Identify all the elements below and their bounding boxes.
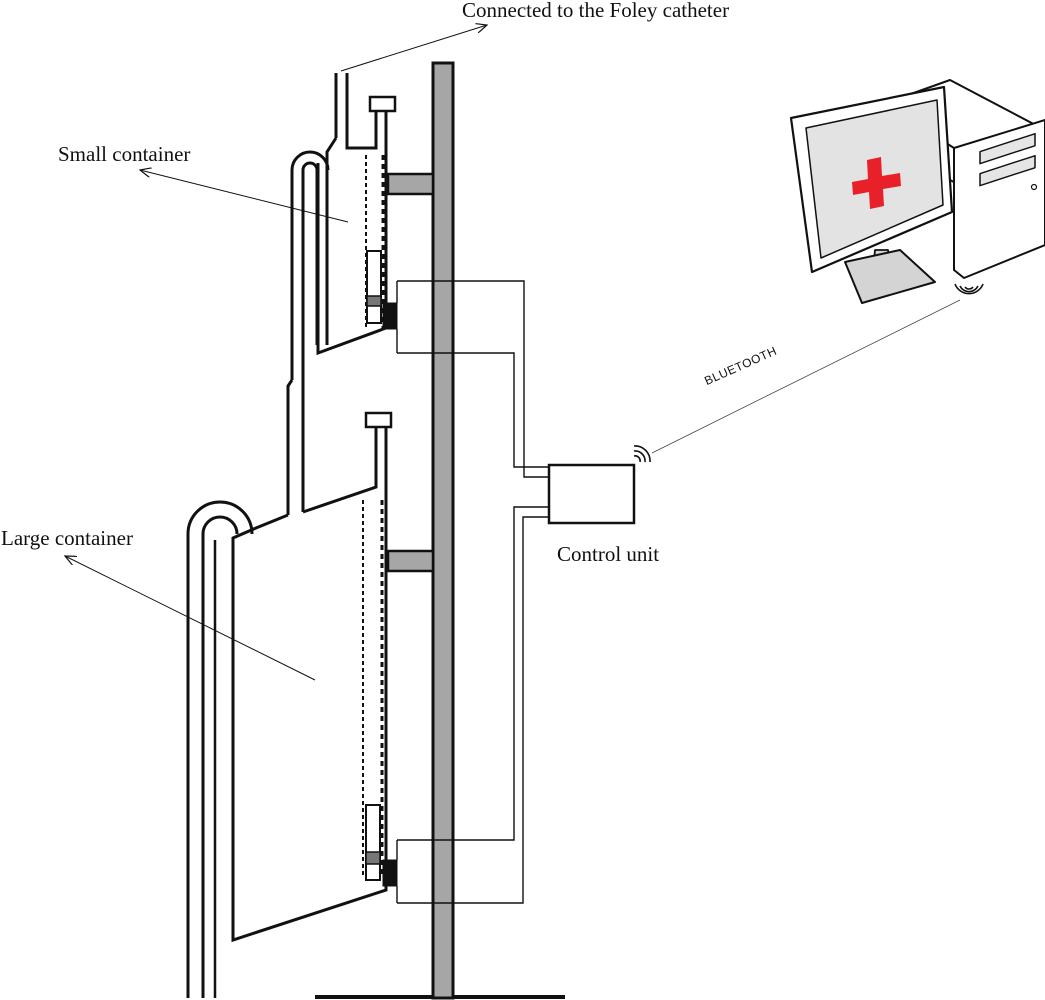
foley-arrow [340, 25, 487, 72]
wireless-signal-icon [633, 445, 651, 463]
small-float [366, 250, 382, 324]
computer-wireless-icon [954, 283, 984, 295]
small-container-label: Small container [58, 142, 191, 166]
small-container [290, 73, 398, 380]
large-container-cap [364, 411, 393, 429]
large-siphon-tube [186, 500, 254, 998]
small-sensor [382, 302, 398, 330]
small-siphon-tube [290, 150, 330, 380]
small-container-bracket [386, 172, 435, 196]
small-container-arrow [140, 170, 349, 223]
large-sensor [382, 859, 398, 887]
control-unit-label: Control unit [557, 542, 660, 566]
large-container-body [231, 427, 388, 943]
large-scale [362, 500, 384, 878]
red-cross-icon [852, 157, 901, 209]
small-scale [365, 155, 385, 330]
large-float [365, 804, 381, 881]
stand [315, 61, 565, 1000]
control-unit-box [547, 463, 636, 525]
connecting-tube [286, 379, 305, 515]
large-container-bracket [386, 549, 435, 573]
foley-catheter-label: Connected to the Foley catheter [462, 0, 730, 22]
large-container [186, 411, 398, 998]
bluetooth-link [651, 299, 961, 454]
small-container-cap [368, 95, 397, 113]
small-container-body [316, 108, 388, 356]
desktop-computer-icon [789, 79, 1045, 304]
large-container-label: Large container [1, 526, 133, 550]
large-container-arrow [65, 556, 316, 681]
stand-pole [431, 61, 455, 1000]
sensor-wiring [396, 280, 549, 904]
